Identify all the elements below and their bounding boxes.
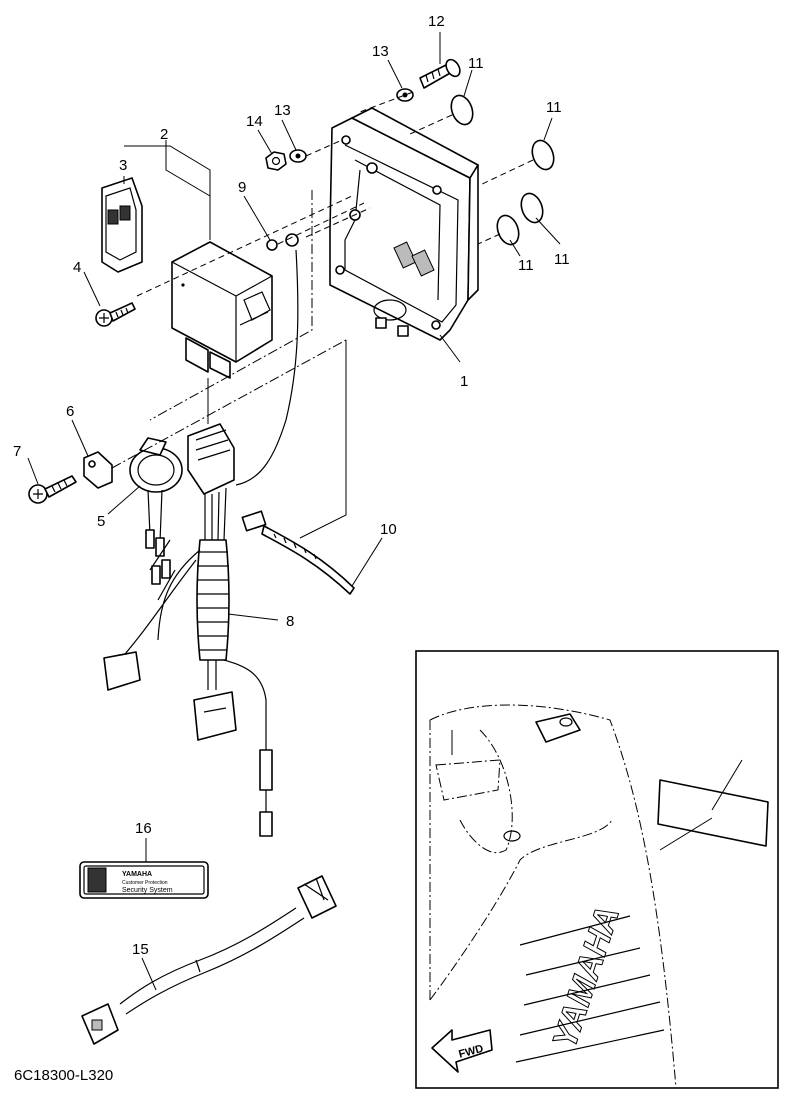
callout-9: 9 — [238, 179, 246, 196]
part-11-grommets — [450, 94, 555, 246]
callout-11-c: 11 — [518, 257, 534, 274]
callout-6: 6 — [66, 403, 74, 420]
callout-8: 8 — [286, 613, 294, 630]
callout-15: 15 — [132, 941, 149, 958]
part-9-washer — [266, 239, 278, 251]
callout-5: 5 — [97, 513, 105, 530]
part-7-screw — [28, 475, 77, 504]
callout-12: 12 — [428, 13, 445, 30]
callout-11-a: 11 — [468, 55, 484, 72]
callout-13-a: 13 — [372, 43, 389, 60]
part-6-bracket — [83, 451, 113, 489]
leader-lines — [27, 32, 561, 991]
assembly-lines — [111, 91, 534, 539]
callout-11-d: 11 — [554, 251, 570, 268]
decal-line3: Security System — [122, 887, 173, 894]
part-2-control-unit — [171, 241, 273, 379]
decal-brand: YAMAHA — [122, 871, 152, 878]
callout-4: 4 — [73, 259, 81, 276]
callout-14: 14 — [246, 113, 263, 130]
part-14-nut — [265, 151, 287, 171]
inset-cowling-view: YAMAHA FWD — [415, 650, 779, 1089]
part-3-cover — [101, 177, 143, 273]
callout-11-b: 11 — [546, 99, 562, 116]
callout-2: 2 — [160, 126, 168, 143]
part-10-cable-tie — [241, 510, 355, 595]
part-5-sensor — [129, 437, 183, 557]
reference-code: 6C18300-L320 — [14, 1067, 114, 1084]
part-8-wiring-harness — [103, 233, 299, 837]
part-16-decal: YAMAHA Customer Protection Security Syst… — [79, 861, 209, 899]
part-12-bolt — [419, 58, 461, 89]
part-15-extension-harness — [81, 875, 337, 1045]
callout-16: 16 — [135, 820, 152, 837]
callout-numbers: 1 2 3 4 5 6 7 8 9 10 11 11 11 11 12 13 1… — [13, 13, 737, 958]
part-4-screw — [95, 302, 136, 327]
part-13-washers — [289, 88, 414, 163]
callout-1: 1 — [460, 373, 468, 390]
callout-7: 7 — [13, 443, 21, 460]
decal-line2: Customer Protection — [122, 880, 168, 886]
callout-13-b: 13 — [274, 102, 291, 119]
callout-3: 3 — [119, 157, 127, 174]
part-1-mounting-box — [329, 107, 479, 341]
callout-10: 10 — [380, 521, 397, 538]
